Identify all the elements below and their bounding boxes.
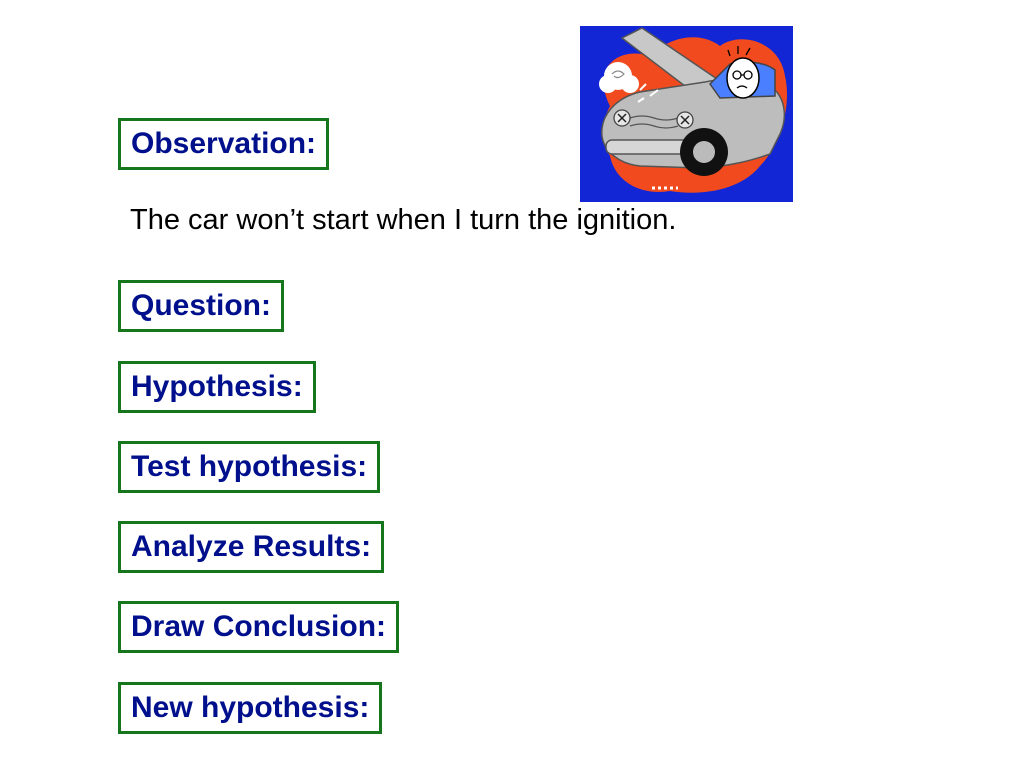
observation-label-text: Observation: [131,127,317,160]
analyze-results-label: Analyze Results: [118,521,385,573]
question-label-text: Question: [131,289,271,322]
analyze-results-label-text: Analyze Results: [131,530,372,563]
question-label: Question: [118,280,284,332]
test-hypothesis-label: Test hypothesis: [118,441,381,493]
new-hypothesis-label-text: New hypothesis: [131,691,370,724]
broken-down-car-icon [580,26,793,202]
test-hypothesis-label-text: Test hypothesis: [131,450,368,483]
hypothesis-label-text: Hypothesis: [131,370,303,403]
observation-text: The car won’t start when I turn the igni… [130,204,677,236]
new-hypothesis-label: New hypothesis: [118,682,383,734]
draw-conclusion-label-text: Draw Conclusion: [131,610,387,643]
hypothesis-label: Hypothesis: [118,361,316,413]
draw-conclusion-label: Draw Conclusion: [118,601,400,653]
observation-label: Observation: [118,118,330,170]
